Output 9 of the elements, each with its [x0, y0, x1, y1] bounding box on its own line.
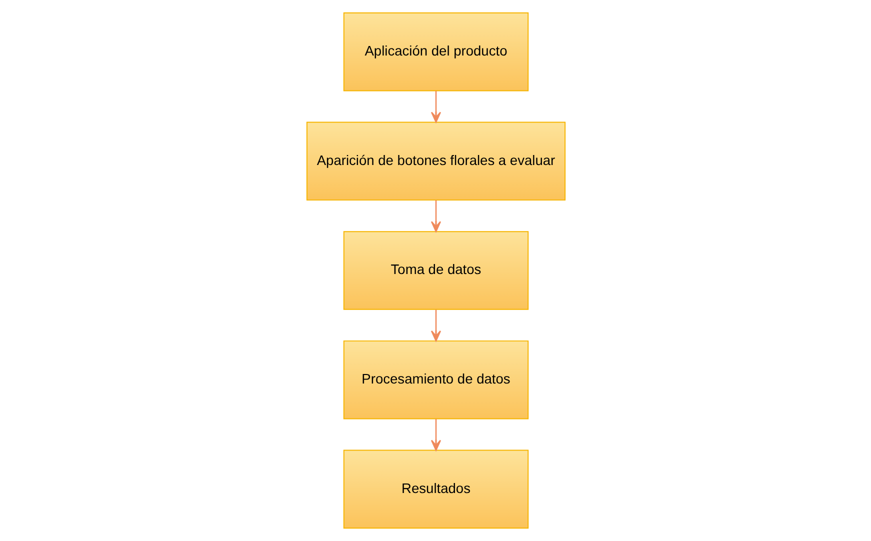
node-box: Resultados — [342, 450, 528, 529]
arrow — [430, 419, 441, 451]
node-box: Toma de datos — [342, 231, 528, 310]
arrow — [430, 200, 441, 232]
node-box: Aplicación del producto — [342, 12, 528, 92]
node-box: Procesamiento de datos — [342, 340, 528, 420]
node-box: Aparición de botones florales a evaluar — [306, 122, 566, 201]
arrow — [430, 90, 441, 123]
arrow — [430, 310, 441, 342]
